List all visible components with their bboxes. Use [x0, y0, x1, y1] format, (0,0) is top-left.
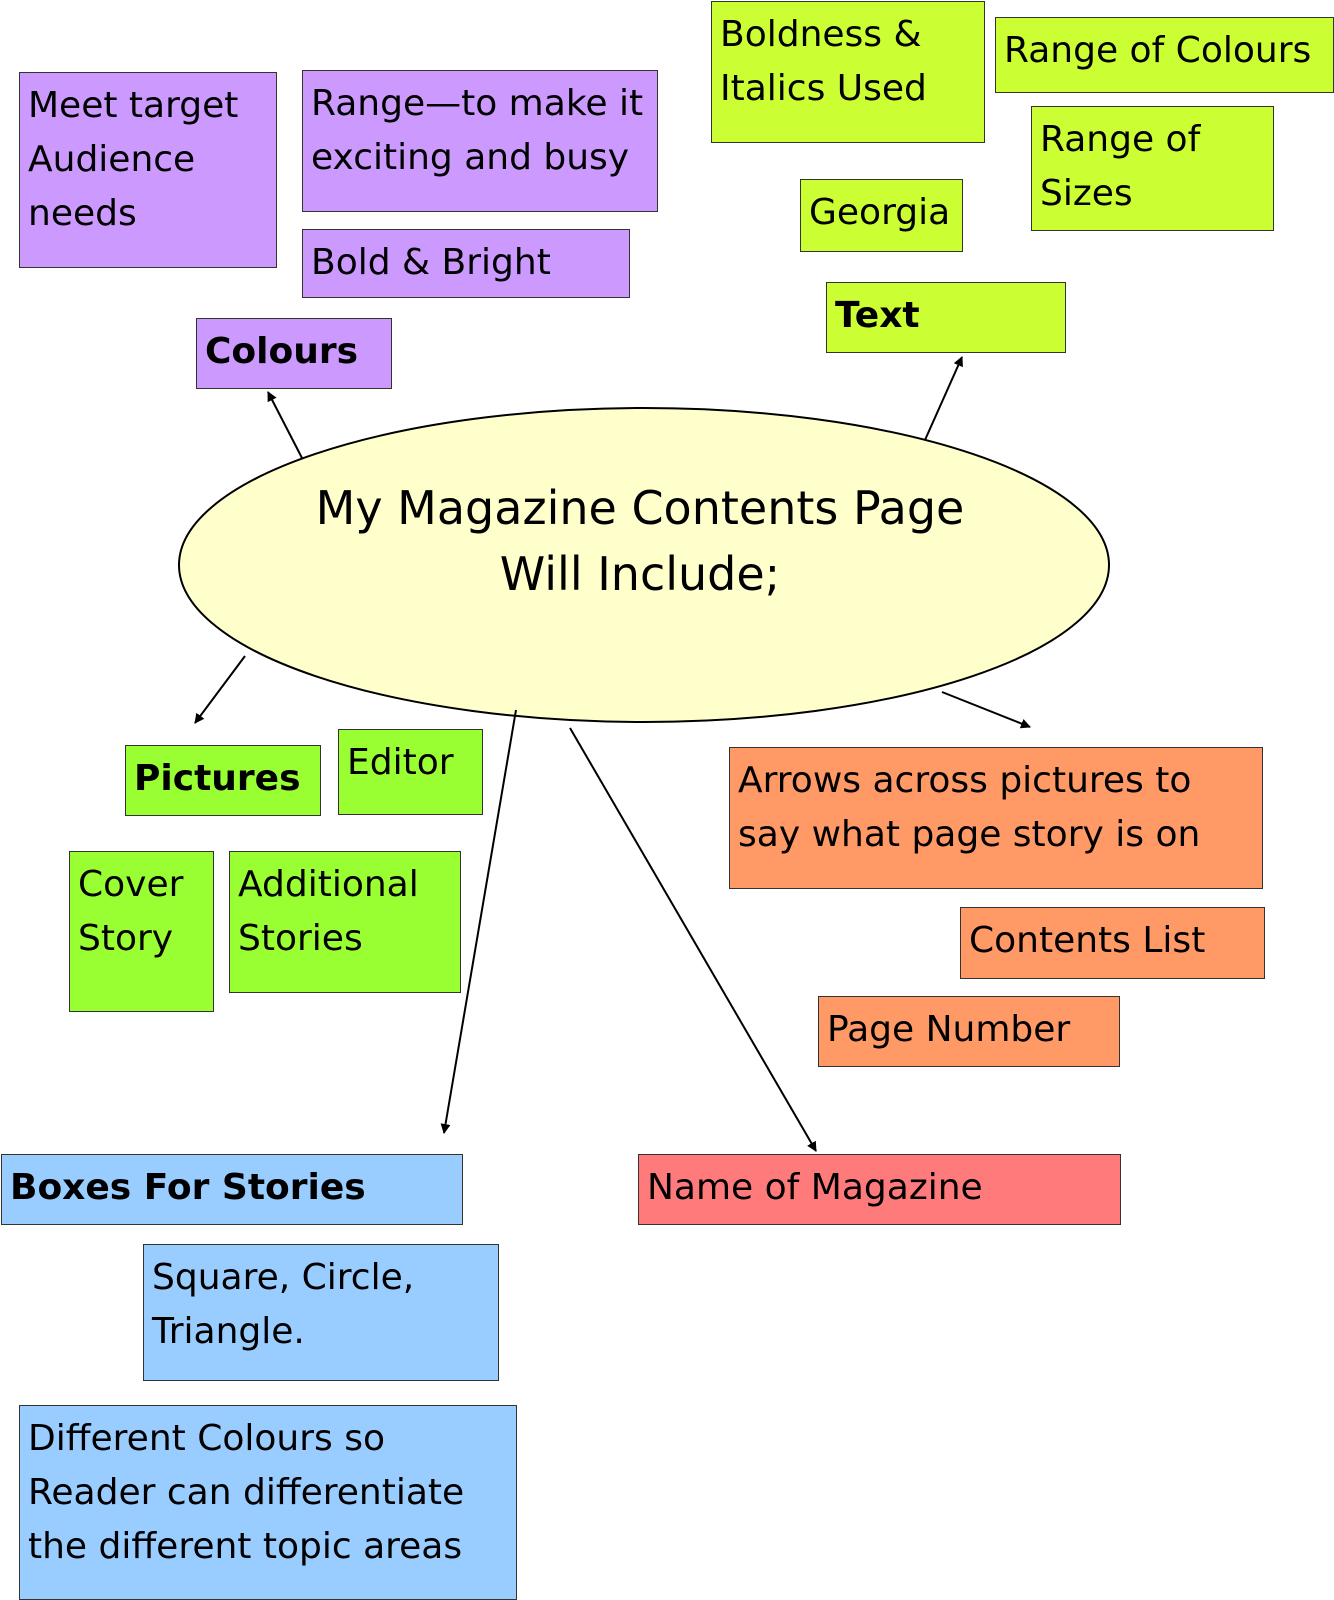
- colours-item-range: Range—to make it exciting and busy: [302, 70, 658, 212]
- pictures-item-editor: Editor: [338, 729, 483, 815]
- boxes-item-shapes: Square, Circle, Triangle.: [143, 1244, 499, 1381]
- center-title: My Magazine Contents Page Will Include;: [315, 481, 965, 601]
- boxes-item-different-colours: Different Colours so Reader can differen…: [19, 1405, 517, 1600]
- colours-item-bold-bright: Bold & Bright: [302, 229, 630, 298]
- boxes-heading: Boxes For Stories: [1, 1154, 463, 1225]
- arrow-to-text: [924, 356, 963, 441]
- pictures-item-cover-story: Cover Story: [69, 851, 214, 1012]
- text-item-georgia: Georgia: [800, 179, 963, 252]
- contents-item-arrows: Arrows across pictures to say what page …: [729, 747, 1263, 889]
- arrow-to-pictures: [194, 655, 246, 724]
- arrow-to-name: [569, 727, 817, 1152]
- pictures-heading: Pictures: [125, 745, 321, 816]
- text-item-range-sizes: Range of Sizes: [1031, 106, 1274, 231]
- contents-item-page-number: Page Number: [818, 996, 1120, 1067]
- text-item-range-colours: Range of Colours: [995, 17, 1334, 93]
- colours-heading: Colours: [196, 318, 392, 389]
- arrow-to-boxes: [440, 709, 517, 1134]
- text-item-boldness: Boldness & Italics Used: [711, 1, 985, 143]
- pictures-item-additional-stories: Additional Stories: [229, 851, 461, 993]
- arrow-to-contents: [941, 691, 1031, 729]
- text-heading: Text: [826, 282, 1066, 353]
- name-of-magazine: Name of Magazine: [638, 1154, 1121, 1225]
- colours-item-audience: Meet target Audience needs: [19, 72, 277, 268]
- contents-item-contents-list: Contents List: [960, 907, 1265, 979]
- center-ellipse: [178, 407, 1110, 723]
- arrow-to-colours: [267, 391, 303, 459]
